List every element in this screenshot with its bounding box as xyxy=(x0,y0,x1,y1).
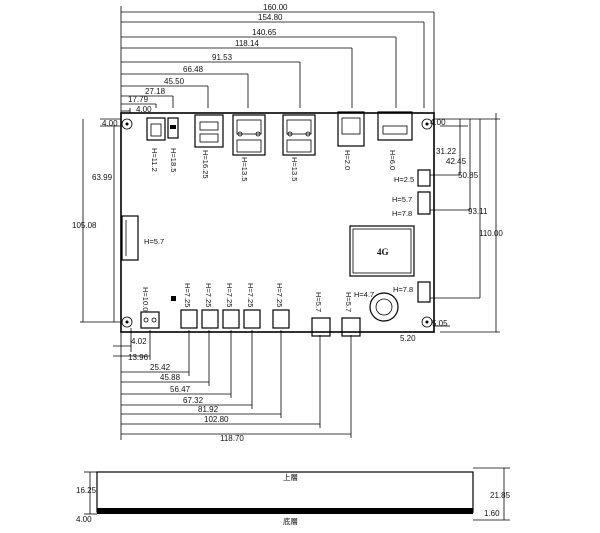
dim-left-63: 63.99 xyxy=(92,173,113,182)
dim-right-31: 31.22 xyxy=(436,147,457,156)
bottom-connector-7 xyxy=(311,317,331,337)
dim-right-4: 4.00 xyxy=(430,118,446,127)
side-right-total: 21.85 xyxy=(490,491,511,500)
dim-top-4: 4.00 xyxy=(136,105,152,114)
height-label-b6: H=7.25 xyxy=(275,283,284,307)
dim-top-160: 160.00 xyxy=(263,3,288,12)
height-label-left-header: H=5.7 xyxy=(144,237,164,246)
dim-bottom-118: 118.70 xyxy=(220,434,244,443)
dim-bottom-81: 81.92 xyxy=(198,405,219,414)
dc-jack xyxy=(146,117,166,141)
led-marker xyxy=(171,296,176,301)
mounting-hole-top-right xyxy=(421,118,433,130)
dim-top-45: 45.50 xyxy=(164,77,185,86)
dim-top-140: 140.65 xyxy=(252,28,277,37)
height-label-rj45-2: H=13.5 xyxy=(290,157,299,181)
left-dimension-lines xyxy=(80,118,121,323)
bottom-dimension-lines xyxy=(113,328,352,440)
dim-bottom-102: 102.80 xyxy=(204,415,229,424)
hdmi-port xyxy=(377,111,413,141)
dim-top-17: 17.79 xyxy=(128,95,149,104)
bottom-connector-8 xyxy=(341,317,361,337)
dim-top-66: 66.48 xyxy=(183,65,204,74)
power-switch xyxy=(167,117,179,139)
dim-right-110: 110.00 xyxy=(479,229,503,238)
sim-connector xyxy=(337,111,365,147)
height-label-b1: H=10.0 xyxy=(141,287,150,311)
height-label-r3: H=7.8 xyxy=(392,209,412,218)
pcb-outline xyxy=(120,112,435,333)
right-dimension-lines xyxy=(430,113,500,333)
height-label-b9: H=4.7 xyxy=(354,290,374,299)
height-label-b2: H=7.25 xyxy=(183,283,192,307)
dim-bottom-25: 25.42 xyxy=(150,363,171,372)
dim-right-93: 93.11 xyxy=(468,207,488,216)
dim-bottom-67: 67.32 xyxy=(183,396,204,405)
dim-bottom-4: 4.02 xyxy=(131,337,147,346)
usb-double-port xyxy=(194,114,224,148)
right-connector-3 xyxy=(417,281,431,303)
height-label-sim: H=2.0 xyxy=(343,150,352,170)
side-top-label: 上層 xyxy=(283,473,298,482)
height-label-b8: H=5.7 xyxy=(344,292,353,312)
dim-left-4: 4.00 xyxy=(102,119,118,128)
right-connector-2 xyxy=(417,191,431,215)
dim-top-27: 27.18 xyxy=(145,87,166,96)
side-view xyxy=(84,467,510,521)
dim-right-5-05: 5.05 xyxy=(432,319,448,328)
module-label: 4G xyxy=(377,247,389,257)
coin-battery xyxy=(369,292,399,322)
bottom-terminal-4 xyxy=(222,309,240,329)
height-label-usb: H=16.25 xyxy=(201,150,210,179)
mounting-hole-bottom-left xyxy=(121,316,133,328)
dim-right-5-20: 5.20 xyxy=(400,334,416,343)
mounting-hole-bottom-right xyxy=(421,316,433,328)
mounting-hole-top-left xyxy=(121,118,133,130)
height-label-b4: H=7.25 xyxy=(225,283,234,307)
height-label-b3: H=7.25 xyxy=(204,283,213,307)
side-left-total: 16.25 xyxy=(76,486,97,495)
dim-top-91: 91.53 xyxy=(212,53,233,62)
bottom-terminal-2 xyxy=(180,309,198,329)
height-label-r4: H=7.8 xyxy=(393,285,413,294)
height-label-dc: H=11.2 xyxy=(150,148,159,172)
dim-top-154: 154.80 xyxy=(258,13,283,22)
bottom-terminal-1 xyxy=(140,311,160,329)
dim-left-105: 105.08 xyxy=(72,221,97,230)
height-label-switch: H=18.5 xyxy=(169,148,178,172)
height-label-b7: H=5.7 xyxy=(314,292,323,312)
rj45-port-1 xyxy=(232,114,266,156)
dim-right-42: 42.45 xyxy=(446,157,467,166)
dim-top-118: 118.14 xyxy=(235,39,259,48)
top-dimension-lines xyxy=(120,6,435,113)
height-label-hdmi: H=6.0 xyxy=(388,150,397,170)
height-label-r1: H=2.5 xyxy=(394,175,414,184)
module-4g xyxy=(349,225,415,277)
side-right-bottom: 1.60 xyxy=(484,509,500,518)
left-pin-header xyxy=(121,215,139,261)
dim-bottom-13: 13.96 xyxy=(128,353,149,362)
height-label-r2: H=5.7 xyxy=(392,195,412,204)
side-left-bottom: 4.00 xyxy=(76,515,92,524)
rj45-port-2 xyxy=(282,114,316,156)
dim-bottom-56: 56.47 xyxy=(170,385,191,394)
bottom-terminal-5 xyxy=(243,309,261,329)
bottom-terminal-6 xyxy=(272,309,290,329)
height-label-b5: H=7.25 xyxy=(246,283,255,307)
dim-right-50: 50.85 xyxy=(458,171,479,180)
right-connector-1 xyxy=(417,169,431,187)
side-bottom-label: 底層 xyxy=(283,516,298,526)
bottom-terminal-3 xyxy=(201,309,219,329)
height-label-rj45-1: H=13.5 xyxy=(240,157,249,181)
dim-bottom-45: 45.88 xyxy=(160,373,181,382)
